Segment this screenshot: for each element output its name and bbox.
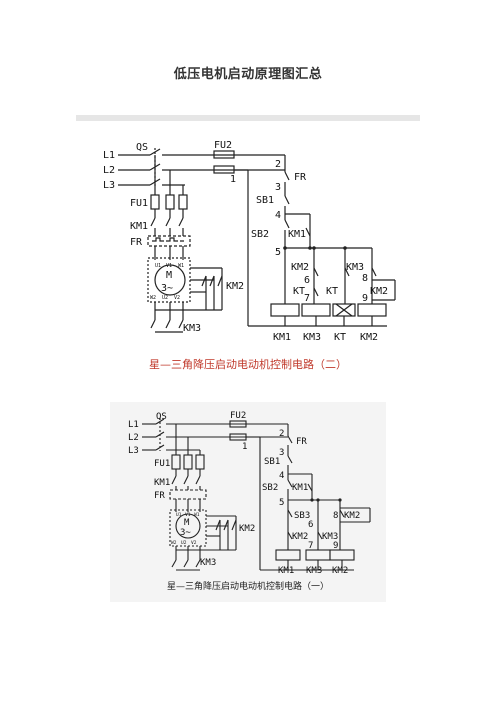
label-node-3: 3 — [275, 182, 281, 193]
label-km2-main: KM2 — [226, 281, 244, 292]
d2-label-motor-phase: 3~ — [180, 528, 191, 538]
label-node-9: 9 — [362, 293, 368, 304]
d2-label-w2: W2 — [171, 540, 177, 546]
page-title: 低压电机启动原理图汇总 — [173, 67, 323, 82]
d2-label-fu2: FU2 — [230, 411, 246, 421]
d2-label-coil-km2: KM2 — [332, 566, 348, 576]
d2-label-km1-main: KM1 — [154, 478, 170, 488]
label-coil-km2: KM2 — [360, 332, 378, 343]
d2-label-node-6: 6 — [308, 520, 313, 530]
d2-label-qs: QS — [156, 412, 167, 422]
header-divider — [76, 115, 420, 121]
label-sb1: SB1 — [256, 195, 274, 206]
d2-label-km2-main: KM2 — [239, 524, 255, 534]
d2-label-coil-km3: KM3 — [306, 566, 322, 576]
d2-label-sb2: SB2 — [262, 483, 278, 493]
label-fr-ctrl: FR — [294, 172, 307, 183]
label-qs: QS — [136, 142, 148, 153]
d2-label-fr-ctrl: FR — [296, 437, 307, 447]
label-km3-ctrl: KM3 — [346, 262, 364, 273]
label-fu1: FU1 — [130, 198, 148, 209]
d2-label-w1: W1 — [194, 512, 200, 518]
d2-label-node-9: 9 — [333, 541, 338, 551]
label-v2: V2 — [174, 295, 180, 301]
d2-label-node-8: 8 — [333, 511, 338, 521]
d2-label-fu1: FU1 — [154, 459, 170, 469]
diagram-two-caption: 星—三角降压启动电动机控制电路（二） — [149, 358, 347, 371]
d2-label-node-7: 7 — [308, 541, 313, 551]
label-node-1: 1 — [230, 174, 236, 185]
label-node-7: 7 — [304, 293, 310, 304]
d2-label-node-1: 1 — [242, 442, 247, 452]
label-kt-b: KT — [326, 286, 338, 297]
d2-label-u1: U1 — [176, 512, 182, 518]
d2-label-node-2: 2 — [279, 429, 284, 439]
label-sb2: SB2 — [251, 229, 269, 240]
d2-label-l2: L2 — [128, 433, 139, 443]
d2-label-km3-main: KM3 — [200, 558, 216, 568]
label-node-8: 8 — [362, 273, 368, 284]
label-motor-m: M — [166, 270, 172, 281]
label-km2-aux: KM2 — [370, 286, 388, 297]
diagram-one-caption: 星—三角降压启动电动机控制电路（一） — [166, 582, 329, 592]
label-motor-phase: 3~ — [161, 283, 173, 294]
d2-label-v2: V2 — [191, 540, 197, 546]
label-coil-kt: KT — [334, 332, 346, 343]
d2-label-v1: V1 — [185, 512, 191, 518]
d2-label-node-3: 3 — [279, 448, 284, 458]
d2-label-node-5: 5 — [279, 498, 284, 508]
label-w1: W1 — [178, 263, 184, 269]
d2-label-node-4: 4 — [279, 471, 284, 481]
label-km3-main: KM3 — [183, 323, 201, 334]
label-fu2: FU2 — [214, 140, 232, 151]
label-node-6: 6 — [304, 275, 310, 286]
label-fr-main: FR — [130, 237, 143, 248]
label-l2: L2 — [103, 165, 115, 176]
d2-label-km2-ctrl: KM2 — [292, 532, 308, 542]
label-v1: V1 — [166, 263, 172, 269]
d2-label-km3-ctrl: KM3 — [322, 532, 338, 542]
label-u2: U2 — [162, 295, 168, 301]
d2-label-sb3: SB3 — [294, 511, 310, 521]
d2-label-fr-main: FR — [154, 491, 165, 501]
label-node-5: 5 — [275, 247, 281, 258]
d2-label-coil-km1: KM1 — [278, 566, 294, 576]
d2-label-motor-m: M — [184, 518, 190, 528]
label-km1-main: KM1 — [130, 221, 148, 232]
d2-label-u2: U2 — [181, 540, 187, 546]
d2-label-sb1: SB1 — [264, 457, 280, 467]
label-node-4: 4 — [275, 210, 281, 221]
label-coil-km1: KM1 — [273, 332, 291, 343]
label-w2: W2 — [150, 295, 156, 301]
label-node-2: 2 — [275, 159, 281, 170]
d2-label-km1-aux: KM1 — [292, 483, 308, 493]
label-l1: L1 — [103, 150, 115, 161]
d2-label-l3: L3 — [128, 446, 139, 456]
label-km2-ctrl: KM2 — [291, 262, 309, 273]
label-coil-km3: KM3 — [303, 332, 321, 343]
d2-label-l1: L1 — [128, 420, 139, 430]
label-l3: L3 — [103, 180, 115, 191]
label-km1-aux: KM1 — [288, 229, 306, 240]
label-u1: U1 — [155, 263, 161, 269]
d2-label-km2-aux: KM2 — [344, 511, 360, 521]
label-kt-a: KT — [293, 286, 305, 297]
